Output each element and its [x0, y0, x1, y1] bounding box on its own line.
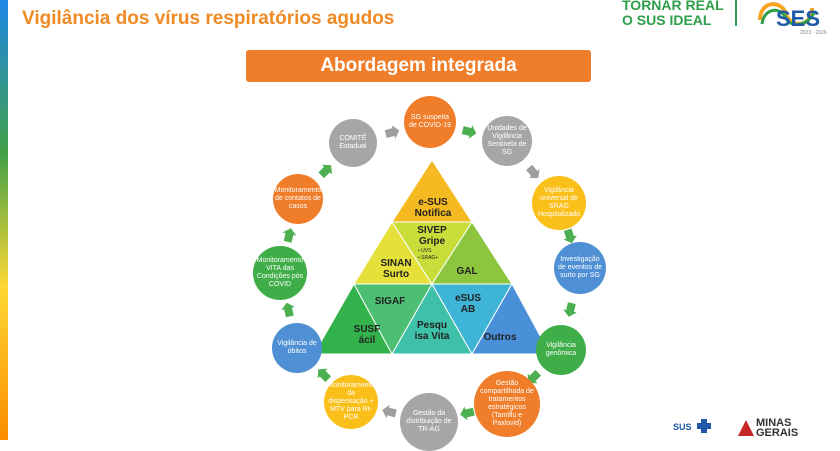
section-banner: Abordagem integrada — [246, 50, 591, 82]
brand-divider — [735, 0, 737, 26]
color-sidebar — [0, 0, 8, 440]
cycle-arrows — [281, 125, 577, 421]
cycle-node-2: Unidades de Vigilância Sentinela de SG — [482, 116, 532, 166]
brand-line-2: O SUS IDEAL — [622, 12, 712, 28]
sus-cross-icon — [697, 419, 711, 433]
cycle-arrow-11 — [318, 164, 332, 179]
systems-triangle — [313, 159, 551, 356]
footer-minas-gerais: MINAS GERAIS — [756, 417, 799, 439]
cycle-arrow-12 — [384, 125, 400, 139]
cycle-node-6: Gestão compartilhada de tratamentos estr… — [474, 371, 540, 437]
footer-mg-line2: GERAIS — [756, 427, 799, 439]
cycle-node-10: Monitoramento VITA das Condições pós COV… — [253, 246, 307, 300]
cycle-arrow-1 — [461, 125, 477, 139]
brand-slogan: TORNAR REAL O SUS IDEAL — [622, 0, 724, 28]
cycle-arrow-8 — [317, 368, 332, 383]
cycle-arrow-3 — [563, 228, 577, 244]
footer-sus-label: SUS — [673, 422, 692, 432]
minas-gerais-emblem-icon — [738, 420, 754, 436]
tri-label-sigaf: SIGAF — [374, 296, 406, 307]
cycle-node-7: Gestão da distribuição de TR-AG — [400, 393, 458, 451]
tri-label-esus-ab: eSUS AB — [454, 293, 482, 315]
cycle-node-9: Vigilância de óbitos — [272, 323, 322, 373]
brand-line-1: TORNAR REAL — [622, 0, 724, 13]
ses-logo-text: SES — [776, 6, 821, 31]
tri-label-pesquisa-vita: Pesqu isa Vita — [414, 320, 450, 342]
tri-label-gal: GAL — [456, 266, 478, 277]
ses-years: 2023 · 2026 — [800, 30, 827, 36]
ses-logo-icon — [758, 2, 816, 27]
cycle-node-3: Vigilância universal de SRAG Hospitaliza… — [532, 176, 586, 230]
cycle-arrow-7 — [382, 404, 397, 419]
tri-label-esus-notifica: e-SUS Notifica — [414, 197, 452, 219]
cycle-node-4: Investigação de eventos de surto por SG — [554, 242, 606, 294]
cycle-arrow-2 — [526, 164, 540, 179]
cycle-arrow-10 — [282, 228, 297, 243]
cycle-arrow-9 — [281, 302, 295, 318]
integrated-approach-diagram — [281, 125, 577, 421]
tri-label-outros: Outros — [483, 332, 517, 343]
cycle-node-1: SG suspeita de COVID-19 — [404, 96, 456, 148]
tri-sub-srag: • SRAG+ — [418, 255, 439, 261]
cycle-node-8: Monitoramento da dispensação + MTV para … — [324, 375, 378, 429]
cycle-arrow-4 — [563, 302, 577, 317]
cycle-node-12: COMITÊ Estadual — [329, 119, 377, 167]
footer-mg-line1: MINAS — [756, 417, 792, 429]
tri-label-sivep: SIVEP Gripe — [417, 225, 447, 247]
tri-label-susfacil: SUSF ácil — [353, 324, 381, 346]
cycle-arrow-6 — [460, 406, 475, 421]
cycle-node-11: Monitoramento de contatos de casos — [273, 174, 323, 224]
tri-outros — [471, 282, 551, 355]
tri-label-sinan: SINAN Surto — [380, 258, 412, 280]
tri-sub-uvs: • UVS — [418, 248, 432, 254]
cycle-node-5: Vigilância genômica — [536, 325, 586, 375]
page-title: Vigilância dos vírus respiratórios agudo… — [22, 8, 395, 29]
